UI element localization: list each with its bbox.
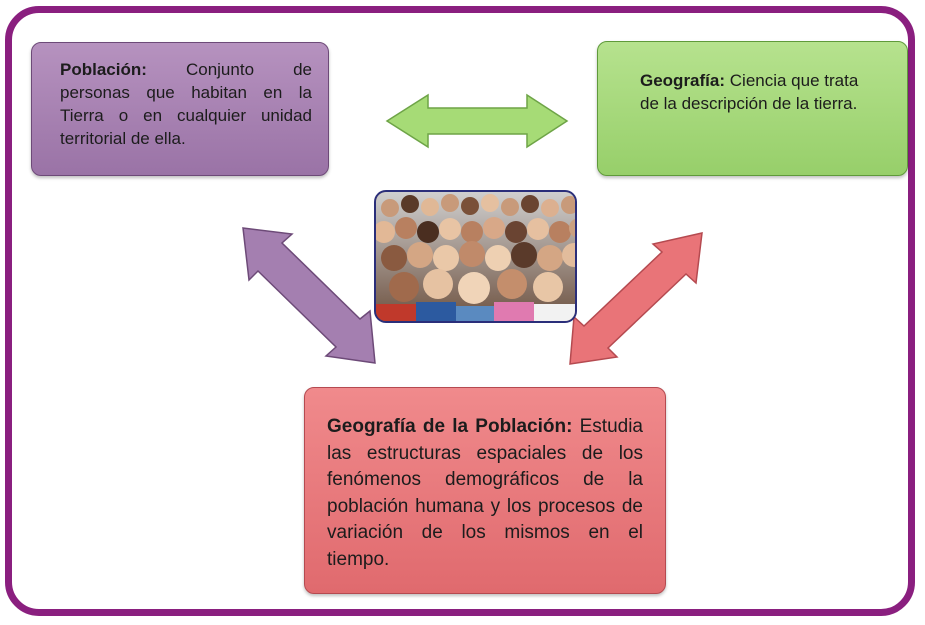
crowd-illustration <box>376 192 575 321</box>
double-arrow-diagonal-red <box>569 232 703 365</box>
double-arrow-horizontal-green <box>385 93 569 149</box>
geografia-term: Geografía: <box>640 71 726 90</box>
poblacion-definition: Conjunto de personas que habitan en la T… <box>60 60 312 148</box>
geografia-box: Geografía: Ciencia que trata de la descr… <box>597 41 908 176</box>
geografia-poblacion-term: Geografía de la Población: <box>327 416 573 437</box>
poblacion-box: Población: Conjunto de personas que habi… <box>31 42 329 176</box>
crowd-photo <box>374 190 577 323</box>
geografia-definition: Ciencia que trata de la descripción de l… <box>640 71 859 113</box>
poblacion-term: Población: <box>60 60 147 79</box>
geografia-poblacion-definition: Estudia las estructuras espaciales de lo… <box>327 416 643 570</box>
geografia-poblacion-box: Geografía de la Población: Estudia las e… <box>304 387 666 594</box>
double-arrow-diagonal-purple <box>242 227 376 364</box>
